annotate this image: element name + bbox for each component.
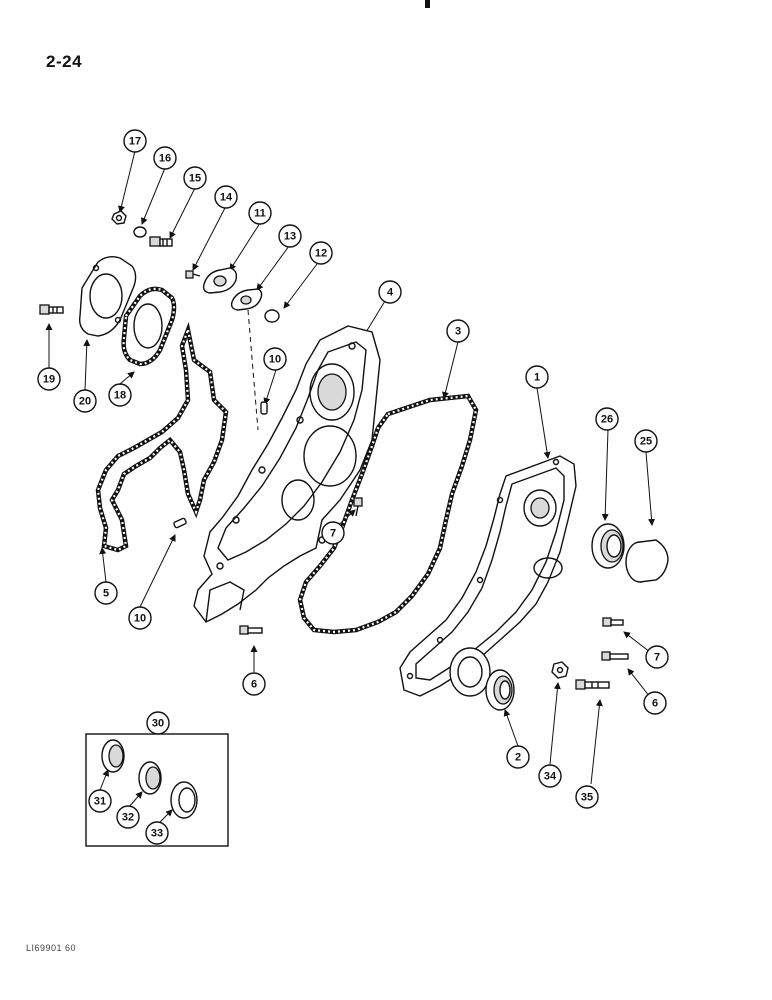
callout-30: 30 — [146, 711, 170, 735]
callout-14: 14 — [214, 185, 238, 209]
housing-gasket-part-5 — [95, 321, 229, 553]
callout-10: 10 — [128, 606, 152, 630]
callout-label: 4 — [387, 287, 394, 299]
callout-7: 7 — [321, 521, 345, 545]
callout-3: 3 — [446, 319, 470, 343]
sensor-part-15 — [149, 236, 173, 247]
callout-19: 19 — [37, 367, 61, 391]
oil-seal-part-26 — [591, 523, 625, 569]
callout-label: 25 — [640, 436, 652, 448]
callout-4: 4 — [378, 280, 402, 304]
callout-label: 17 — [129, 136, 141, 148]
seal-part-33 — [170, 781, 198, 819]
gear-housing-part-4 — [193, 325, 381, 623]
callout-label: 19 — [43, 374, 55, 386]
seal-part-32 — [138, 761, 162, 795]
callout-label: 16 — [159, 153, 171, 165]
callout-label: 7 — [654, 652, 660, 664]
callout-group: 1234566771010111213141516171819202526303… — [37, 129, 669, 845]
callout-label: 11 — [254, 208, 266, 220]
dowel-pin-part-10b — [173, 517, 187, 529]
callout-label: 7 — [330, 528, 336, 540]
callout-label: 26 — [601, 414, 613, 426]
callout-label: 31 — [94, 796, 106, 808]
callout-17: 17 — [123, 129, 147, 153]
callout-label: 3 — [455, 326, 461, 338]
callout-12: 12 — [309, 241, 333, 265]
callout-label: 10 — [269, 354, 281, 366]
callout-20: 20 — [73, 389, 97, 413]
nut-part-17 — [111, 210, 127, 225]
callout-31: 31 — [88, 789, 112, 813]
cover-gasket-part-3 — [297, 393, 479, 635]
bolt-part-7b — [602, 617, 624, 627]
callout-label: 6 — [652, 698, 658, 710]
callout-10: 10 — [263, 347, 287, 371]
bolt-part-6b — [601, 651, 629, 661]
cover-plate-part-20 — [78, 255, 137, 337]
callout-11: 11 — [248, 201, 272, 225]
callout-33: 33 — [145, 821, 169, 845]
callout-7: 7 — [645, 645, 669, 669]
callout-5: 5 — [94, 581, 118, 605]
callout-label: 13 — [284, 231, 296, 243]
page-number: 2-24 — [46, 52, 83, 71]
callout-15: 15 — [183, 166, 207, 190]
callout-label: 30 — [152, 718, 164, 730]
dowel-pin-part-10a — [260, 401, 268, 415]
o-ring-part-16 — [133, 226, 147, 238]
callout-label: 1 — [534, 372, 540, 384]
callout-2: 2 — [506, 745, 530, 769]
callout-label: 32 — [122, 812, 134, 824]
callout-label: 5 — [103, 588, 109, 600]
callout-1: 1 — [525, 365, 549, 389]
callout-label: 6 — [251, 679, 257, 691]
callout-25: 25 — [634, 429, 658, 453]
gasket-part-13 — [230, 288, 263, 311]
bolt-part-6a — [239, 625, 263, 635]
callout-32: 32 — [116, 805, 140, 829]
callout-label: 12 — [315, 248, 327, 260]
callout-35: 35 — [575, 785, 599, 809]
flange-part-11 — [202, 267, 238, 294]
front-cover-part-1 — [399, 455, 577, 697]
callout-26: 26 — [595, 407, 619, 431]
callout-label: 35 — [581, 792, 593, 804]
callout-label: 2 — [515, 752, 521, 764]
bolt-part-19 — [39, 304, 64, 315]
callout-16: 16 — [153, 146, 177, 170]
callout-label: 15 — [189, 173, 201, 185]
plate-gasket-part-18 — [121, 286, 177, 367]
bolt-part-7a — [353, 497, 363, 517]
oil-seal-part-2 — [485, 669, 515, 711]
callout-label: 34 — [544, 771, 557, 783]
callout-label: 14 — [220, 192, 233, 204]
callout-label: 33 — [151, 828, 163, 840]
bolt-part-14 — [185, 270, 201, 279]
callout-34: 34 — [538, 764, 562, 788]
callout-18: 18 — [108, 383, 132, 407]
seal-part-31 — [101, 739, 125, 773]
bolt-part-35 — [575, 679, 610, 690]
callout-label: 10 — [134, 613, 146, 625]
nut-part-34 — [551, 661, 569, 679]
callout-6: 6 — [242, 672, 266, 696]
o-ring-part-12 — [264, 309, 280, 323]
figure-code: LI69901 60 — [26, 943, 77, 953]
callout-label: 20 — [79, 396, 91, 408]
top-edge-mark — [425, 0, 430, 8]
seal-kit-box-part-30 — [85, 733, 229, 847]
cap-part-25 — [625, 539, 669, 583]
callout-label: 18 — [114, 390, 126, 402]
callout-6: 6 — [643, 691, 667, 715]
callout-13: 13 — [278, 224, 302, 248]
